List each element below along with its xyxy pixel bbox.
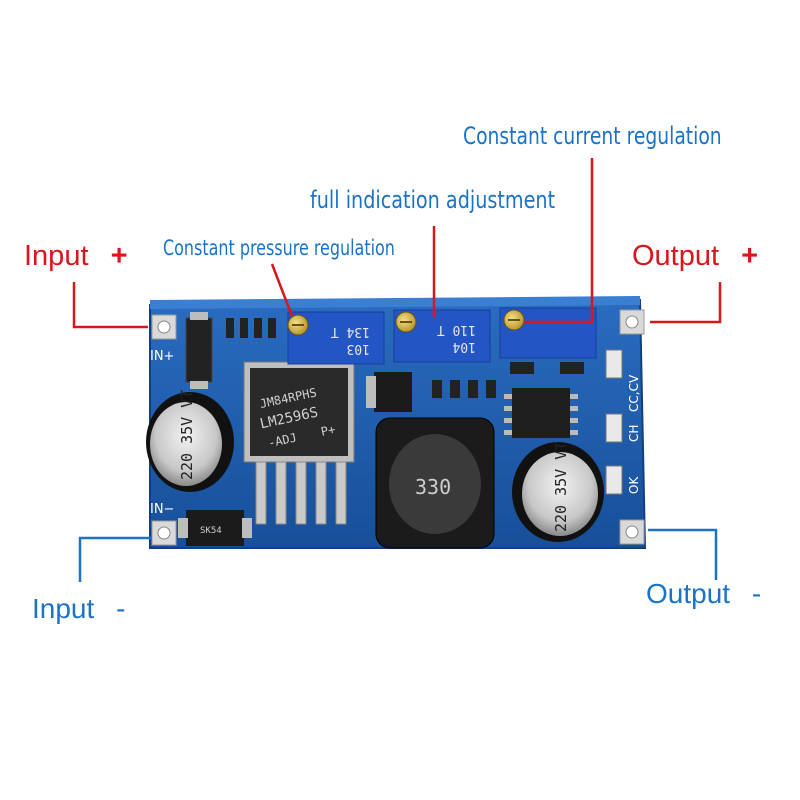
label-input-minus: Input - [32,593,125,625]
smd-parts-center [432,362,584,398]
label-constant-pressure: Constant pressure regulation [163,236,395,260]
label-output-plus-text: Output [632,240,720,272]
inductor: 330 [375,417,495,549]
led-indicators [605,349,623,495]
transistor [366,372,412,412]
label-input-minus-text: Input [32,593,95,624]
chip-marking-3b: P+ [320,422,337,439]
schottky-diode: SK54 [178,510,252,546]
pad-out-minus [619,519,645,545]
pot2-marking-1: 104 [452,339,476,354]
callout-input-plus [72,282,148,329]
label-input-plus-sign: + [110,240,128,272]
potentiometer-voltage: 103 134 T [287,311,385,365]
pad-in-plus [151,314,177,340]
cap-right-label: 220 35V VT [552,442,570,532]
label-input-plus: Input + [24,240,128,273]
capacitor-right: 220 35V VT [512,442,604,542]
opamp-ic [504,388,578,438]
label-output-plus-sign: + [741,240,759,272]
pot2-marking-2: 110 T [437,322,476,337]
chip-marking-3: -ADJ [267,430,298,450]
label-constant-current: Constant current regulation [463,122,722,150]
pot1-marking-1: 103 [347,341,370,356]
callout-constant-pressure [270,263,294,317]
label-input-minus-sign: - [116,593,126,624]
silk-ok: OK [627,476,641,494]
pot1-marking-2: 134 T [331,324,370,339]
lm2596-regulator: JM84RPHS LM2596S -ADJ P+ [243,361,355,525]
inductor-marking: 330 [415,475,451,499]
silk-in-minus: IN− [150,502,174,517]
label-output-minus-sign: - [751,578,762,609]
callout-output-plus [650,282,722,324]
silk-in-plus: IN+ [150,349,174,364]
capacitor-left: 220 35V VT [146,390,234,492]
label-input-plus-text: Input [24,240,89,272]
label-output-minus: Output - [646,578,761,610]
diode-marking: SK54 [200,526,222,536]
potentiometer-current [499,307,597,359]
input-diode [185,312,213,389]
pad-in-minus [151,520,177,546]
label-full-indication: full indication adjustment [310,186,556,214]
callout-output-minus [648,528,718,580]
potentiometer-indication: 104 110 T [393,309,491,363]
smd-resistors-top [226,318,276,338]
silk-ch: CH [627,425,641,442]
callout-constant-current [524,158,594,324]
callout-input-minus [78,536,152,582]
pad-out-plus [619,309,645,335]
cap-left-label: 220 35V VT [178,390,196,480]
label-output-minus-text: Output [646,578,731,609]
label-output-plus: Output + [632,240,758,273]
silk-cc-cv: CC,CV [627,374,641,412]
